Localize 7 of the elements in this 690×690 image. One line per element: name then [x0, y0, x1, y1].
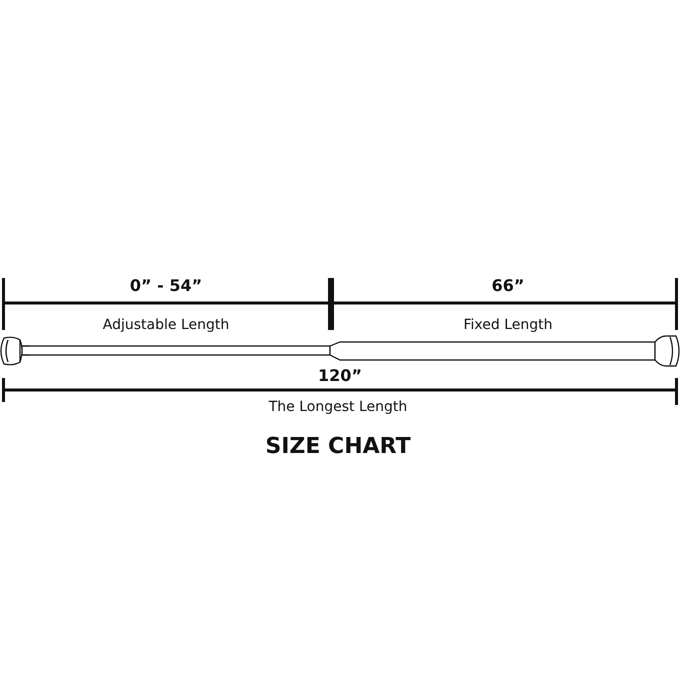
dimension-value: 120”: [318, 366, 362, 385]
dimension-value: 0” - 54”: [130, 276, 202, 295]
part-label: Fixed Length: [463, 317, 553, 333]
part-label: Adjustable Length: [102, 317, 230, 333]
dimension-value: 66”: [492, 276, 524, 295]
chart-title: SIZE CHART: [265, 434, 411, 459]
part-label: The Longest Length: [268, 399, 408, 415]
